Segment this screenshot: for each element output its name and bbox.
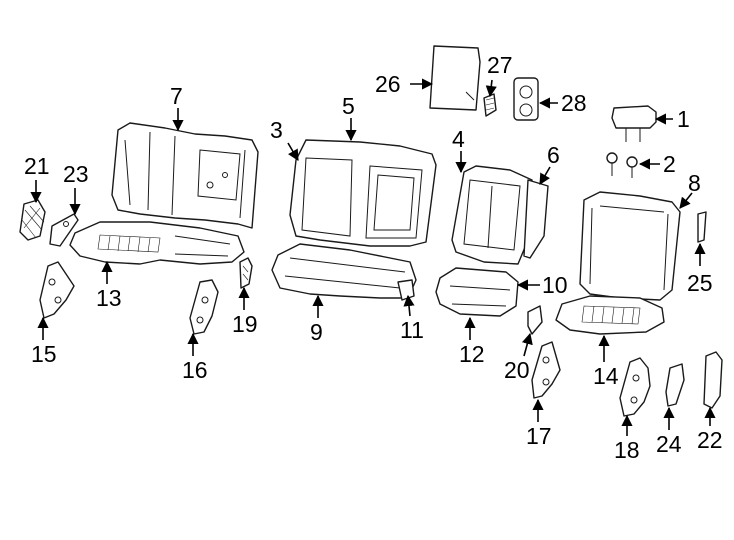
callout-6: 6 <box>547 142 560 168</box>
rear-panel <box>429 45 481 111</box>
callout-26: 26 <box>375 71 401 97</box>
headrest <box>611 105 657 142</box>
callout-5: 5 <box>342 93 355 119</box>
callout-11: 11 <box>400 317 424 343</box>
callout-14: 14 <box>593 363 619 389</box>
callout-13: 13 <box>96 285 122 311</box>
seat-back-frame-right <box>579 191 681 301</box>
seat-back-right <box>451 165 533 265</box>
callout-labels: 1 2 3 4 5 6 7 8 9 10 11 12 13 14 15 16 1… <box>24 52 723 463</box>
seat-hinge-bracket-17 <box>531 341 561 399</box>
callout-19: 19 <box>232 311 258 337</box>
seat-hinge-bracket-18 <box>619 357 651 417</box>
callout-4: 4 <box>452 126 465 152</box>
trim-strip-25 <box>697 211 707 243</box>
callout-18: 18 <box>614 437 640 463</box>
callout-27: 27 <box>487 52 513 78</box>
callout-12: 12 <box>459 341 485 367</box>
seat-back-cover-right <box>523 179 549 259</box>
callout-22: 22 <box>697 427 723 453</box>
callout-9: 9 <box>310 319 323 345</box>
callout-3: 3 <box>270 117 283 143</box>
callout-2: 2 <box>663 151 676 177</box>
cup-holder <box>513 77 539 121</box>
small-cover-19 <box>239 257 253 289</box>
seat-cushion-frame-right <box>555 295 665 335</box>
callout-8: 8 <box>688 170 701 196</box>
small-bracket-24 <box>665 363 685 407</box>
small-bracket-23 <box>49 213 79 247</box>
seat-hinge-bracket-16 <box>189 279 219 335</box>
seat-cushion-right <box>435 267 519 317</box>
callout-15: 15 <box>31 341 57 367</box>
callout-23: 23 <box>63 161 89 187</box>
seat-cushion-center <box>271 243 417 299</box>
small-bracket-20 <box>527 305 543 335</box>
leader-arrows <box>30 78 716 436</box>
callout-28: 28 <box>561 90 587 116</box>
callout-17: 17 <box>526 423 552 449</box>
callout-25: 25 <box>687 270 713 296</box>
callout-7: 7 <box>170 83 183 109</box>
screws <box>606 152 638 178</box>
seat-cushion-frame-left <box>69 221 245 265</box>
callout-1: 1 <box>677 106 690 132</box>
seat-back-center <box>289 139 437 247</box>
seat-back-frame-left <box>111 122 259 229</box>
callout-16: 16 <box>182 357 208 383</box>
hinge-plate <box>19 199 46 241</box>
latch-cover <box>483 93 497 117</box>
callout-20: 20 <box>504 357 530 383</box>
side-trim-panel <box>703 351 723 409</box>
callout-24: 24 <box>656 431 682 457</box>
callout-10: 10 <box>542 272 568 298</box>
seat-hinge-bracket-15 <box>39 261 75 319</box>
callout-21: 21 <box>24 153 50 179</box>
